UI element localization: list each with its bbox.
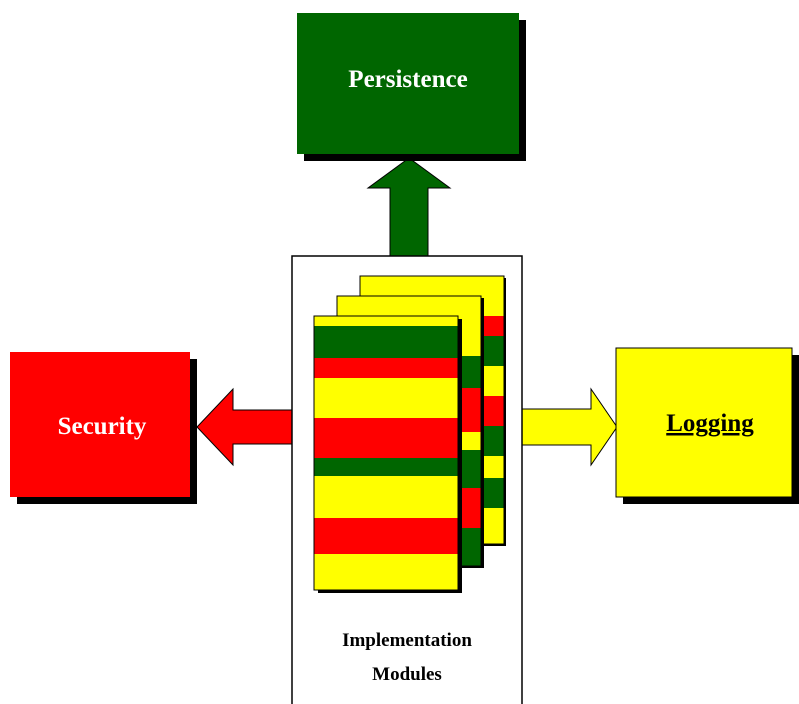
modules-label-line1: Implementation bbox=[342, 630, 472, 651]
security-label: Security bbox=[58, 413, 147, 440]
module-band-red bbox=[314, 358, 458, 378]
persistence-box: Persistence bbox=[297, 13, 526, 161]
logging-box-fill bbox=[615, 347, 793, 498]
arrow-right-to-logging bbox=[521, 387, 618, 467]
module-band-green bbox=[314, 326, 458, 358]
arrow-up-to-persistence bbox=[366, 157, 452, 259]
security-box: Security bbox=[10, 352, 197, 504]
arrow-left-to-security bbox=[196, 387, 293, 467]
logging-box: Logging bbox=[615, 347, 799, 504]
module-page-front bbox=[313, 315, 462, 593]
logging-label: Logging bbox=[666, 410, 754, 437]
persistence-label: Persistence bbox=[348, 66, 467, 93]
persistence-box-fill bbox=[297, 13, 519, 154]
module-band-red bbox=[314, 418, 458, 458]
module-band-green bbox=[314, 458, 458, 476]
security-box-fill bbox=[10, 352, 190, 497]
module-band-red bbox=[314, 518, 458, 554]
implementation-modules-box: Implementation Modules bbox=[291, 255, 523, 704]
modules-label-line2: Modules bbox=[372, 664, 442, 685]
